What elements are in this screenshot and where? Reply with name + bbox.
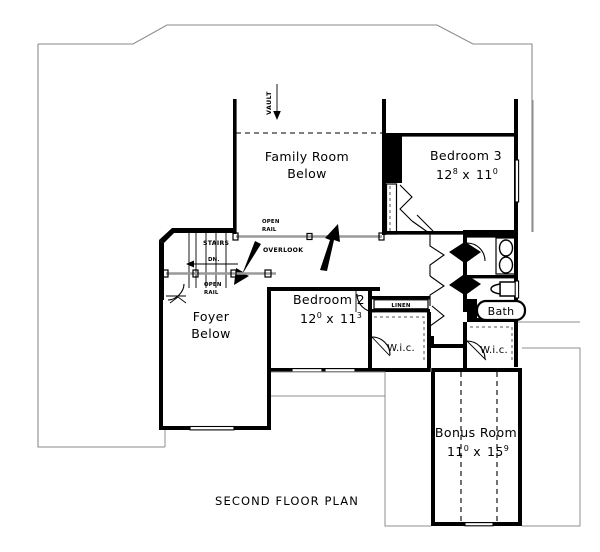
stair-treads xyxy=(188,232,227,288)
open-rail-upper: OPEN RAIL xyxy=(232,219,385,241)
open-rail-upper-line1: OPEN xyxy=(262,219,280,225)
open-rail-upper-line2: RAIL xyxy=(262,227,277,233)
bath-label-box xyxy=(475,299,527,322)
bonus-room-region xyxy=(271,347,581,527)
linen-closet: LINEN xyxy=(372,296,430,313)
open-rail-lower: OPEN RAIL xyxy=(162,269,276,296)
bedroom-3-region xyxy=(382,99,520,235)
open-rail-lower-line1: OPEN xyxy=(204,282,222,288)
bath-region: Bath xyxy=(466,234,527,367)
wic-left-label: W.i.c. xyxy=(387,343,415,354)
open-rail-lower-line2: RAIL xyxy=(204,290,219,296)
wic-right-label: W.i.c. xyxy=(480,345,508,356)
exterior-thin-lines xyxy=(164,100,580,447)
plan-title: SECOND FLOOR PLAN xyxy=(215,494,359,508)
linen-label: LINEN xyxy=(391,303,410,309)
bath-label: Bath xyxy=(488,305,515,318)
bonus-room-name: Bonus Room xyxy=(435,425,517,440)
bedroom-2-name: Bedroom 2 xyxy=(293,292,365,307)
roofline-outline xyxy=(37,24,533,448)
wic-left-region: W.i.c. xyxy=(369,312,431,368)
family-room-sub: Below xyxy=(287,166,327,181)
family-room-label: Family Room Below xyxy=(265,149,349,181)
family-room-region xyxy=(233,99,386,234)
overlook-annotation: OVERLOOK xyxy=(234,224,340,285)
vault-annotation: VAULT xyxy=(266,84,281,120)
stairs-label: STAIRS xyxy=(203,240,229,247)
stairs-region: STAIRS DN. xyxy=(159,228,238,300)
foyer-name: Foyer xyxy=(193,309,230,324)
vault-label: VAULT xyxy=(266,91,273,115)
bedroom-3-name: Bedroom 3 xyxy=(430,148,502,163)
foyer-sub: Below xyxy=(191,326,231,341)
central-hall-region xyxy=(408,231,481,348)
overlook-label: OVERLOOK xyxy=(263,247,303,254)
foyer-region: Foyer Below xyxy=(159,283,271,431)
family-room-name: Family Room xyxy=(265,149,349,164)
stairs-dn-label: DN. xyxy=(208,257,220,263)
wic-right-region: W.i.c. xyxy=(463,322,513,368)
